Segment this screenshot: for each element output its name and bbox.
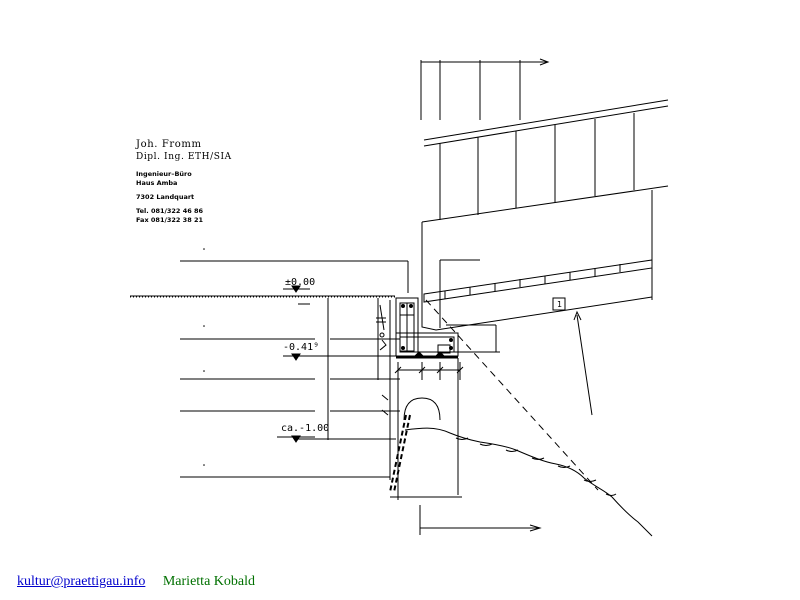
level-minus041-label: -0.41⁹	[283, 342, 319, 353]
projection-line	[425, 299, 599, 491]
author-name: Marietta Kobald	[162, 574, 255, 589]
office-name: Ingenieur–Büro	[136, 170, 192, 178]
building-name: Haus Amba	[136, 179, 178, 187]
email-link[interactable]: kultur@praettigau.info	[17, 574, 146, 589]
scan-marks	[203, 248, 205, 466]
level-markers	[277, 285, 315, 443]
engineer-name: Joh. Fromm	[136, 139, 202, 150]
level-lines	[180, 260, 409, 480]
detail-marker-label: 1	[557, 300, 562, 309]
footer: kultur@praettigau.info Marietta Kobald	[17, 574, 255, 590]
phone-line: Tel. 081/322 46 86	[136, 207, 204, 215]
railing	[423, 99, 669, 220]
foundation-beam	[394, 297, 464, 380]
balcony-slab	[421, 185, 669, 416]
engineer-title-block: Joh. Fromm Dipl. Ing. ETH/SIA Ingenieur–…	[136, 138, 232, 225]
terrain-slope	[404, 427, 653, 537]
ground-anchors	[389, 414, 411, 493]
engineer-degree: Dipl. Ing. ETH/SIA	[136, 152, 232, 162]
level-minus100-label: ca.-1.00	[281, 423, 329, 434]
foundation-dimensions	[376, 304, 542, 535]
drain-pipe	[403, 397, 441, 421]
top-dimension-lines	[420, 58, 550, 120]
level-zero-label: ±0.00	[285, 277, 315, 288]
ground-line	[130, 295, 395, 298]
city-line: 7302 Landquart	[136, 193, 195, 201]
fax-line: Fax 081/322 38 21	[136, 216, 204, 224]
